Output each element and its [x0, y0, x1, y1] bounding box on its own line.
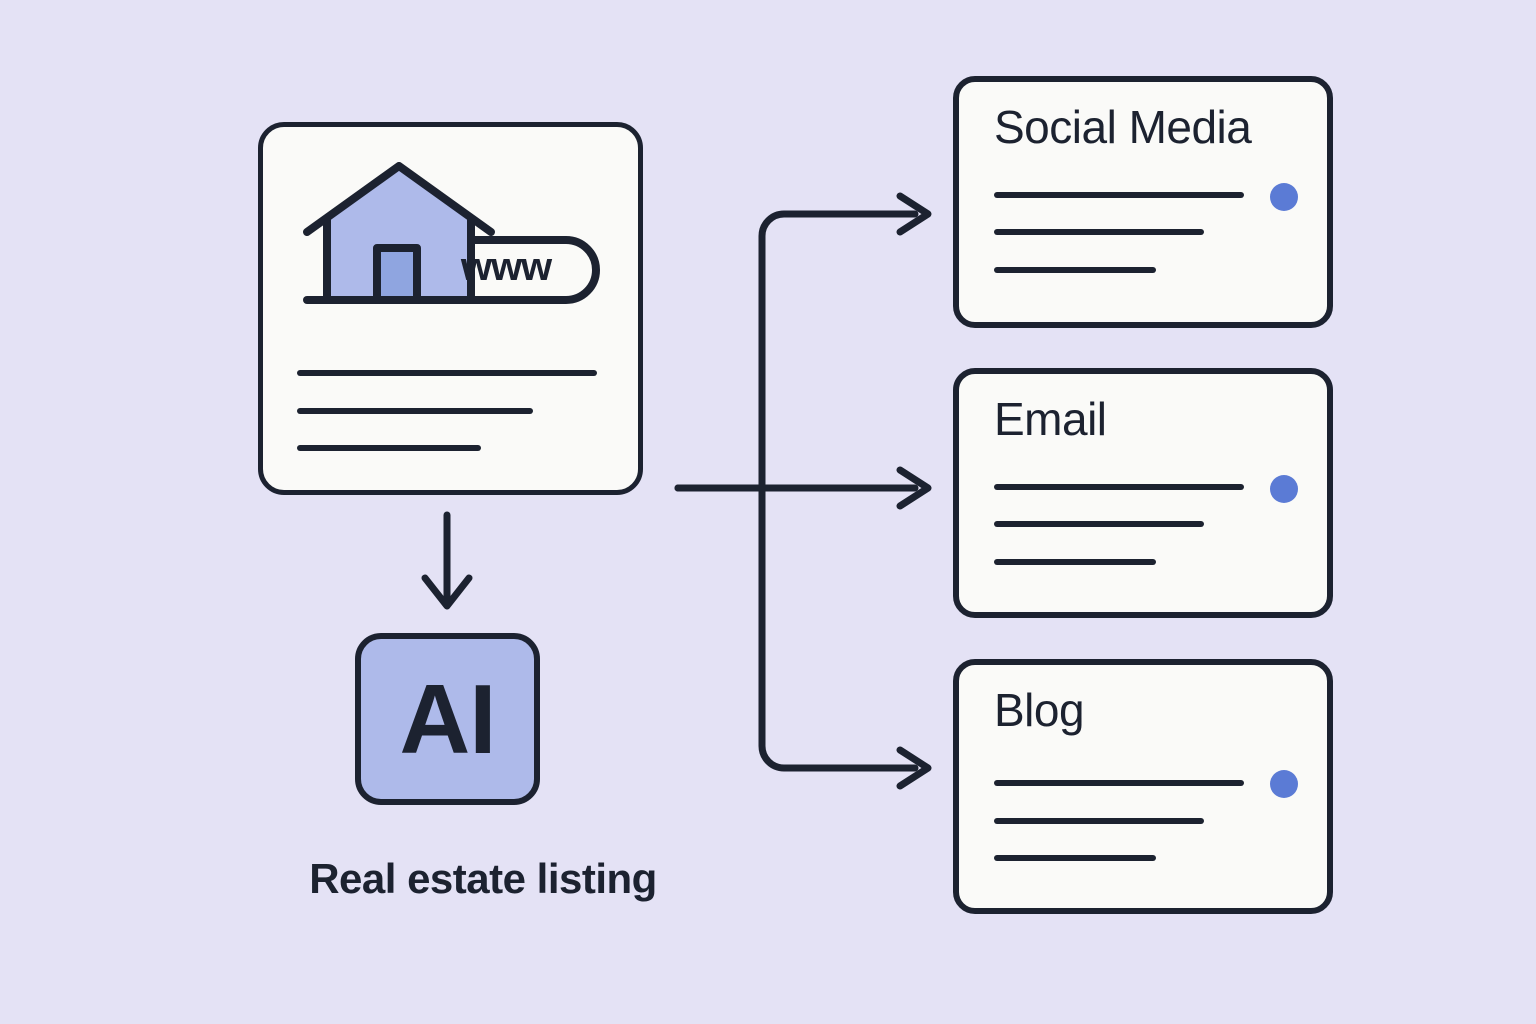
output-card-title: Social Media — [994, 101, 1252, 153]
output-text-line-3 — [994, 559, 1156, 565]
status-dot — [1270, 183, 1298, 211]
output-text-line-1 — [994, 780, 1244, 786]
output-card-title: Email — [994, 393, 1107, 445]
source-text-line-1 — [297, 370, 597, 376]
ai-caption: Real estate listing — [309, 855, 657, 902]
arrowhead-blog — [896, 746, 932, 790]
output-text-line-1 — [994, 484, 1244, 490]
arrowhead-source-to-ai — [421, 574, 473, 610]
real-estate-listing-card[interactable]: www — [258, 122, 643, 495]
output-text-line-2 — [994, 521, 1204, 527]
source-text-line-2 — [297, 408, 533, 414]
output-text-line-2 — [994, 229, 1204, 235]
connector-to-social-media — [758, 210, 919, 492]
house-www-icon: www — [301, 162, 613, 337]
output-text-line-1 — [994, 192, 1244, 198]
output-card-social-media[interactable]: Social Media — [953, 76, 1333, 328]
arrowhead-email — [896, 466, 932, 510]
output-card-blog[interactable]: Blog — [953, 659, 1333, 914]
ai-badge[interactable]: AI — [355, 633, 540, 805]
www-badge-text: www — [460, 245, 553, 289]
arrowhead-social-media — [896, 192, 932, 236]
output-card-title: Blog — [994, 684, 1085, 736]
source-text-line-3 — [297, 445, 481, 451]
output-text-line-3 — [994, 267, 1156, 273]
connector-to-blog — [758, 484, 919, 772]
ai-badge-label: AI — [399, 664, 497, 774]
output-card-email[interactable]: Email — [953, 368, 1333, 618]
status-dot — [1270, 770, 1298, 798]
status-dot — [1270, 475, 1298, 503]
output-text-line-3 — [994, 855, 1156, 861]
output-text-line-2 — [994, 818, 1204, 824]
